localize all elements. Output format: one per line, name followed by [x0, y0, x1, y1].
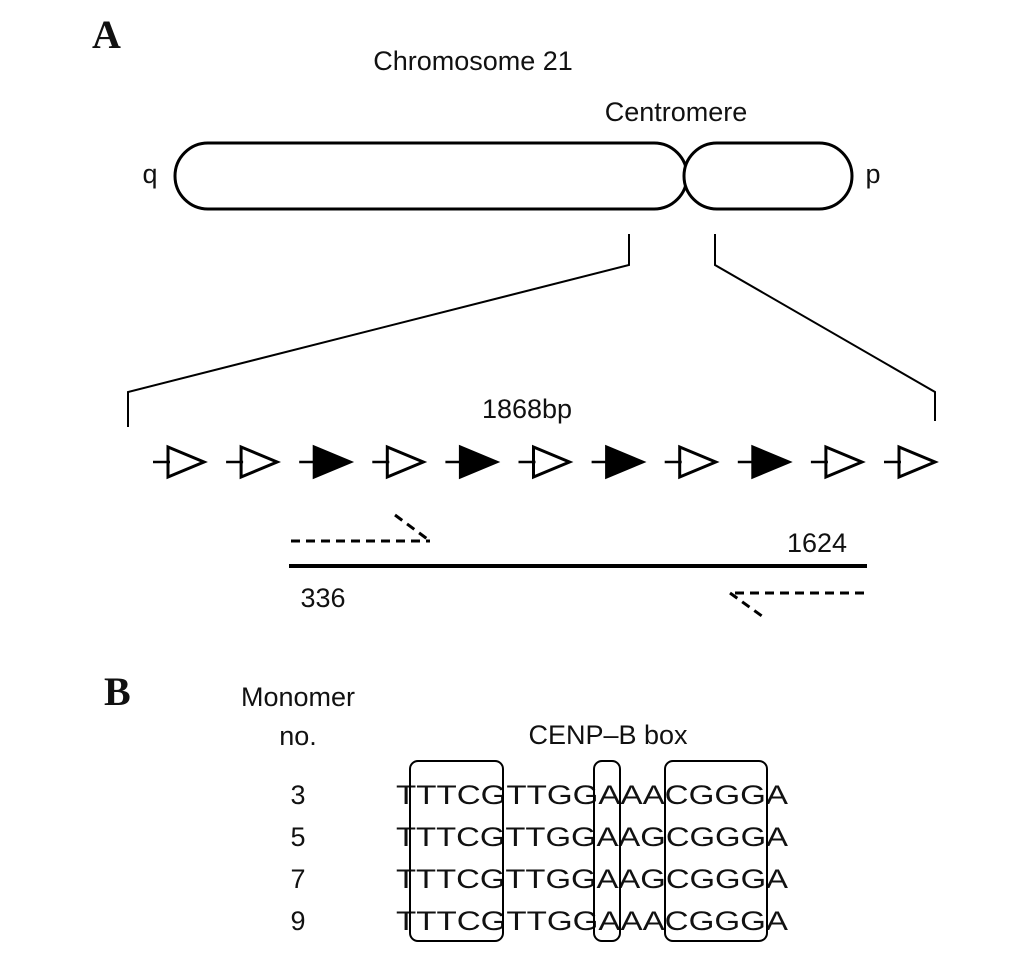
monomer-arrow-1-open	[166, 444, 208, 480]
cenp-b-box-sequence: TTTCGTTGGAAGCGGGA	[396, 822, 788, 852]
cenp-b-box-sequence: TTTCGTTGGAAGCGGGA	[396, 864, 788, 894]
cenp-b-box-sequence: TTTCGTTGGAAACGGGA	[396, 906, 788, 936]
forward-primer-tail	[394, 513, 431, 543]
forward-primer	[291, 513, 431, 543]
repeat-size-label: 1868bp	[482, 394, 572, 424]
q-arm-shape	[173, 141, 689, 211]
cenp-b-box-header: CENP–B box	[528, 720, 688, 750]
monomer-arrow-8-open	[678, 444, 720, 480]
monomer-number: 7	[290, 864, 305, 894]
zoom-line-left	[127, 234, 630, 427]
centromere-label: Centromere	[605, 97, 748, 127]
cenp-b-box-sequence: TTTCGTTGGAAACGGGA	[396, 780, 788, 810]
conserved-box-a	[593, 760, 621, 942]
monomer-arrow-3-filled	[312, 444, 355, 480]
monomer-arrow-10-open	[824, 444, 866, 480]
monomer-arrow-11-open	[897, 444, 939, 480]
zoom-line-right	[714, 234, 936, 421]
p-arm-label: p	[865, 159, 880, 189]
panel-a-label: A	[92, 12, 121, 57]
reverse-primer	[729, 591, 864, 621]
monomer-number: 5	[290, 822, 305, 852]
monomer-column-header: Monomer	[241, 682, 355, 712]
q-arm-label: q	[142, 159, 157, 189]
conserved-box-cggg	[664, 760, 768, 942]
panel-b-label: B	[104, 669, 131, 714]
monomer-arrow-5-filled	[458, 444, 501, 480]
monomer-arrow-row	[153, 444, 939, 480]
monomer-arrow-7-filled	[605, 444, 647, 480]
monomer-arrow-6-open	[532, 444, 574, 480]
conserved-box-tcg	[409, 760, 504, 942]
chromosome-title: Chromosome 21	[373, 46, 573, 76]
p-arm-shape	[682, 141, 854, 211]
amplicon-end-label: 1624	[787, 528, 847, 558]
monomer-column-header-no: no.	[279, 721, 317, 751]
monomer-number: 3	[290, 780, 305, 810]
amplicon-start-label: 336	[300, 583, 345, 613]
monomer-arrow-9-filled	[751, 444, 793, 480]
reverse-primer-tail	[729, 591, 767, 621]
monomer-number: 9	[290, 906, 305, 936]
monomer-arrow-4-open	[385, 444, 428, 480]
monomer-arrow-2-open	[239, 444, 282, 480]
